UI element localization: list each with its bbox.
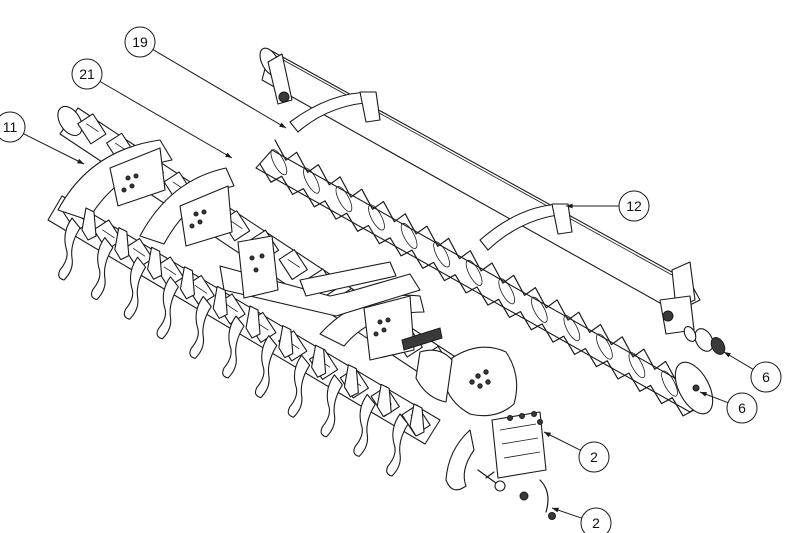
roller-brackets [289, 91, 573, 251]
callout-label: 12 [626, 198, 642, 214]
leader-arrow [544, 432, 551, 438]
callout-6-c6a: 6 [723, 351, 782, 393]
leader-arrow [700, 392, 707, 397]
leader-line [23, 133, 85, 165]
callout-label: 6 [762, 369, 770, 385]
tines [58, 207, 425, 477]
callout-19-c19: 19 [124, 26, 287, 129]
leader-arrow [566, 203, 573, 209]
leader-arrow [552, 507, 559, 513]
callout-label: 2 [592, 515, 600, 531]
leader-arrow [724, 352, 731, 358]
callout-2-c2b: 2 [551, 507, 612, 533]
callout-circle [124, 26, 156, 58]
callout-21-c21: 21 [71, 58, 233, 159]
callout-circle [578, 441, 610, 473]
leader-arrow [77, 158, 84, 164]
callout-label: 11 [3, 119, 18, 135]
callout-circle [580, 507, 612, 533]
disc-blade [415, 346, 518, 417]
callout-2-c2a: 2 [543, 431, 610, 473]
callout-12-c12: 12 [566, 190, 650, 222]
callout-circle [726, 392, 758, 424]
center-hitch-frame [219, 235, 443, 351]
bearing-hub-assembly [683, 326, 726, 355]
callout-circle [618, 190, 650, 222]
leader-line [543, 431, 581, 451]
callouts: 19 21 11 12 66 2 2 [0, 26, 782, 533]
callout-label: 19 [132, 34, 148, 50]
callout-6-c6b: 6 [699, 391, 758, 424]
side-plates [57, 139, 425, 361]
callout-label: 6 [738, 400, 746, 416]
leader-line [152, 49, 287, 129]
packer-roller [255, 139, 714, 417]
leader-arrow [225, 152, 232, 158]
callout-11-c11: 11 [0, 111, 85, 165]
leader-arrow [279, 122, 286, 128]
callout-label: 2 [590, 449, 598, 465]
callout-label: 21 [79, 66, 95, 82]
callout-circle [750, 361, 782, 393]
callout-circle [71, 58, 103, 90]
exploded-tine-assembly [445, 411, 556, 520]
leader-line [99, 81, 233, 159]
callout-circle [0, 111, 26, 143]
